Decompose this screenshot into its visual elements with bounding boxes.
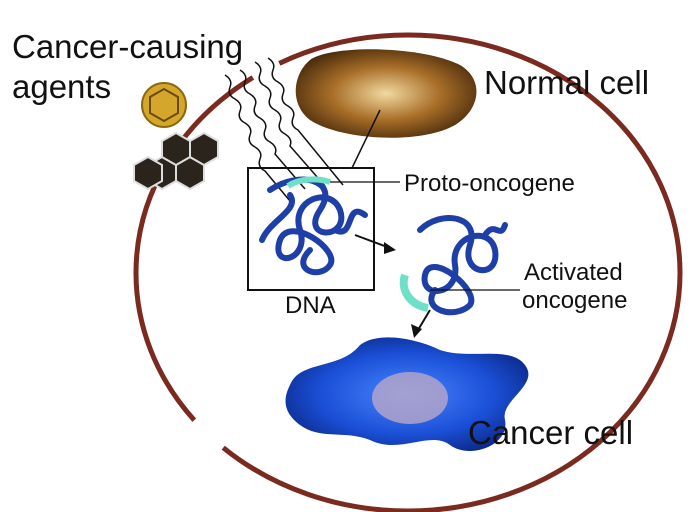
- label-dna: DNA: [285, 292, 336, 319]
- arrowhead: [384, 242, 396, 254]
- arrowhead: [411, 324, 422, 338]
- dna-box: [247, 167, 375, 291]
- proto-oncogene-segment: [286, 176, 331, 189]
- activated-oncogene-segment: [399, 273, 429, 312]
- label-normal-cell: Normal cell: [484, 64, 650, 101]
- dna-strand: [259, 176, 368, 276]
- virus-icon: [141, 82, 187, 128]
- cancer-cell-nucleus: [372, 372, 448, 424]
- label-agents-line1: Cancer-causing: [12, 28, 244, 65]
- normal-cell-arrow: [351, 109, 381, 169]
- label-activated-line2: oncogene: [522, 287, 628, 314]
- activated-dna-strand: [417, 215, 508, 316]
- radiation-rays: [224, 57, 344, 202]
- normal-cell: [295, 49, 477, 138]
- cell-boundary-circle: [133, 32, 683, 512]
- activated-to-cancer-arrow: [417, 309, 431, 331]
- label-activated-line1: Activated: [524, 259, 623, 286]
- label-cancer-cell: Cancer cell: [468, 414, 634, 451]
- hydrocarbon-molecule-icon: [133, 131, 219, 191]
- label-proto-oncogene: Proto-oncogene: [404, 170, 575, 197]
- label-agents-line2: agents: [12, 68, 112, 105]
